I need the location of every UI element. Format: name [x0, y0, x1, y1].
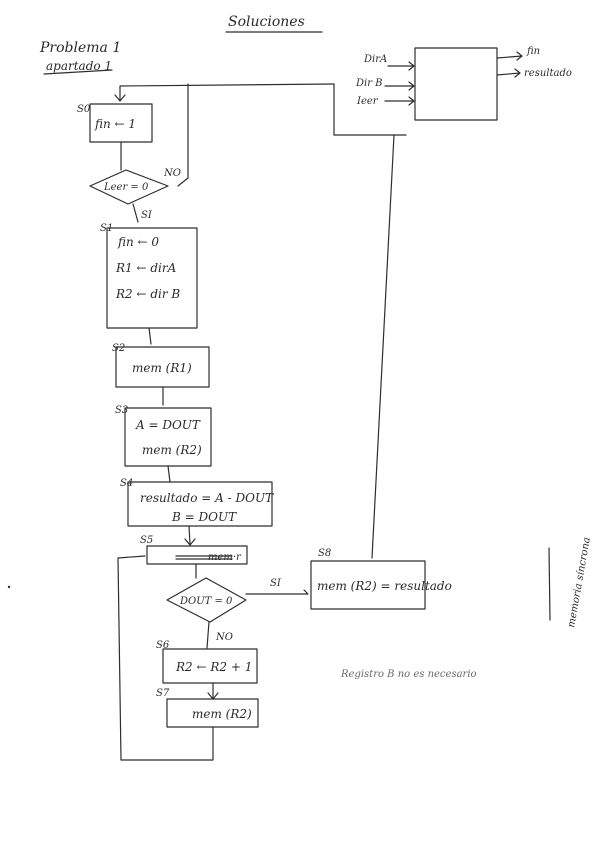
decision-leer-no: NO [163, 168, 181, 179]
output-label-fin: fin [526, 46, 540, 57]
decision-dout-text: DOUT = 0 [179, 596, 233, 607]
decision-leer [89, 169, 169, 205]
output-arrow-resultado [496, 68, 521, 78]
input-label-leer: Ieer [356, 96, 379, 107]
s8-return-line [371, 134, 395, 559]
state-box-s6 [162, 648, 258, 684]
state-label-s3: S3 [115, 405, 128, 416]
state-box-s4 [127, 481, 273, 527]
note-registro: Registro B no es necesario [340, 669, 477, 680]
problem-subheading: apartado 1 [46, 59, 112, 73]
margin-rule [548, 547, 551, 621]
heading-underline [43, 69, 113, 75]
state-s1-line3: R2 ← dir B [115, 287, 180, 301]
flow-s3-to-s4 [167, 465, 171, 483]
no-branch-line [177, 83, 189, 187]
state-label-s4: S4 [120, 478, 133, 489]
state-box-s8 [310, 560, 426, 610]
decision-dout-no: NO [215, 632, 233, 643]
state-label-s7: S7 [156, 688, 170, 699]
loop-back-line [117, 555, 214, 761]
top-return-arrowhead [114, 94, 126, 102]
state-s4-line2: B = DOUT [171, 510, 237, 524]
control-unit-box [414, 47, 498, 121]
problem-heading: Problema 1 [39, 40, 121, 56]
state-box-s3 [124, 407, 212, 467]
flow-dout-to-s8 [245, 589, 309, 595]
state-action-s5: mem·r [208, 552, 242, 563]
flow-dout-to-s6 [206, 621, 210, 649]
state-s4-line1: resultado = A - DOUT [140, 491, 274, 505]
state-action-s8: mem (R2) = resultado [317, 579, 452, 593]
state-action-s2: mem (R1) [132, 361, 192, 375]
note-margin: memoria síncrona [566, 536, 593, 628]
input-label-dira: DirA [363, 54, 387, 65]
output-arrow-fin [496, 51, 523, 61]
state-action-s0: fin ← 1 [94, 117, 136, 131]
decision-dout [166, 577, 247, 623]
flow-cond-to-s1 [132, 203, 139, 223]
input-arrow-leer [384, 96, 415, 106]
state-s5-scribble [175, 555, 233, 560]
state-label-s2: S2 [112, 343, 125, 354]
state-box-s1 [106, 227, 198, 329]
flow-s6-to-s7 [207, 682, 219, 700]
flow-s4-to-s5 [184, 525, 196, 546]
state-label-s0: S0 [77, 104, 91, 115]
bracket-line [333, 83, 407, 136]
state-s3-line1: A = DOUT [135, 418, 201, 432]
top-return-line [119, 83, 335, 101]
state-label-s8: S8 [318, 548, 331, 559]
state-s1-line2: R1 ← dirA [115, 261, 177, 275]
state-box-s5 [146, 545, 248, 565]
state-action-s6: R2 ← R2 + 1 [175, 660, 252, 674]
decision-dout-si: SI [270, 578, 282, 589]
state-label-s5: S5 [140, 535, 153, 546]
input-arrow-dira [387, 61, 415, 71]
input-arrow-dirb [384, 81, 415, 91]
flow-s1-to-s2 [148, 327, 152, 345]
stray-dot [7, 585, 11, 589]
state-label-s6: S6 [156, 640, 170, 651]
decision-leer-si: SI [141, 210, 153, 221]
state-action-s7: mem (R2) [192, 707, 252, 721]
decision-leer-text: Leer = 0 [103, 182, 149, 193]
state-s1-line1: fin ← 0 [117, 235, 159, 249]
input-label-dirb: Dir B [355, 78, 383, 89]
page-title: Soluciones [228, 14, 305, 30]
state-s3-line2: mem (R2) [142, 443, 202, 457]
output-label-resultado: resultado [524, 68, 572, 79]
